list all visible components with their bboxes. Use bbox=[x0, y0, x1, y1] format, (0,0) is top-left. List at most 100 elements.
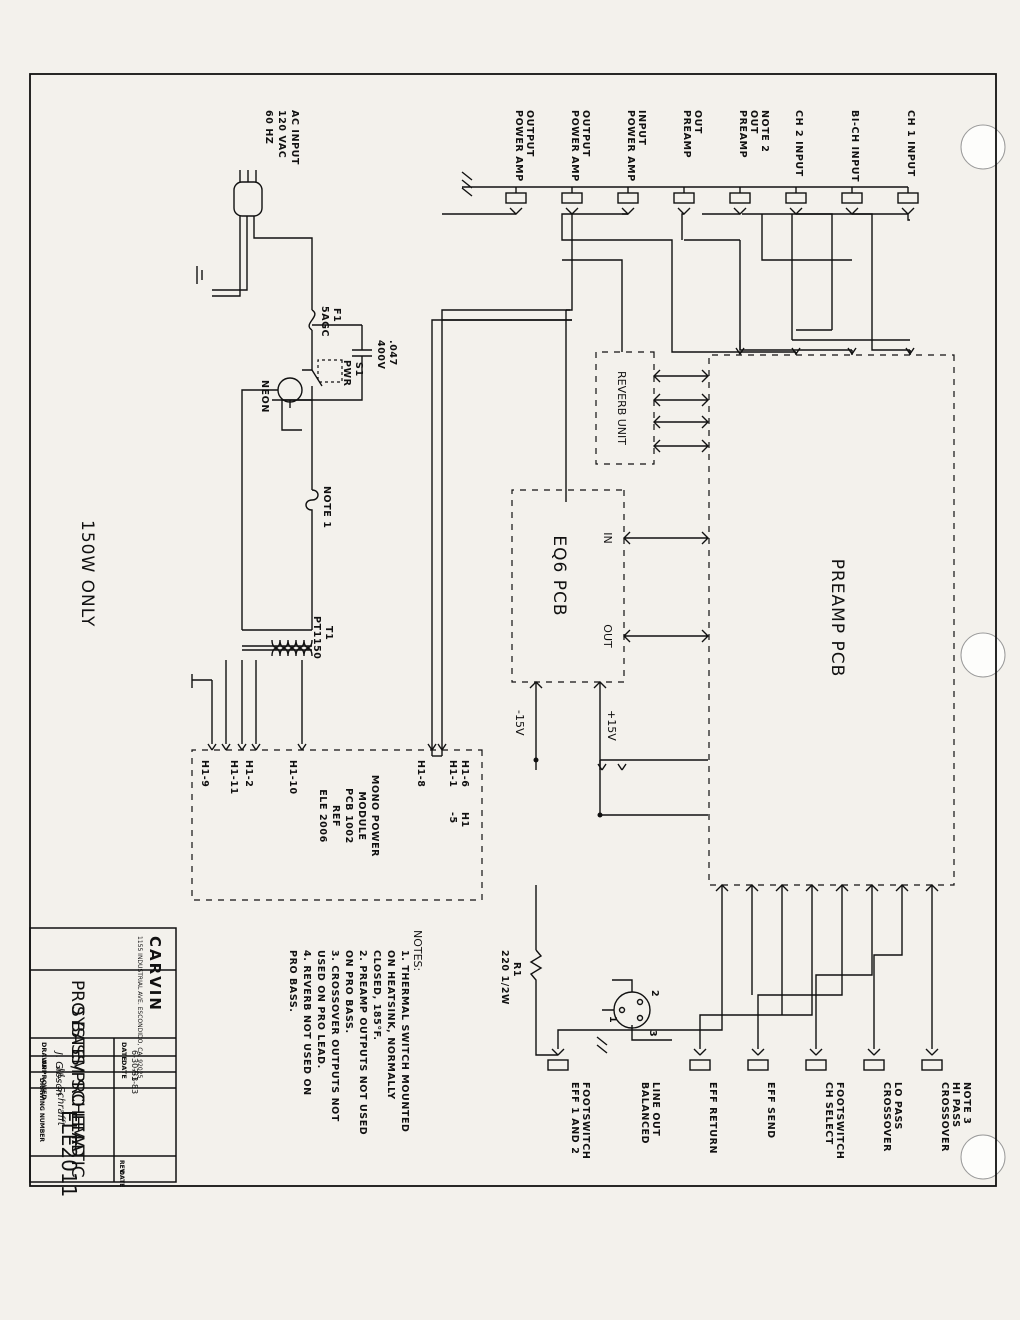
company-address: 1155 INDUSTRIAL AVE. ESCONDIDO, CA. 9202… bbox=[136, 936, 143, 1078]
notes-line-3: CLOSED, 185°F. bbox=[371, 950, 382, 1041]
left-jack-bich-line-1: BI-CH INPUT bbox=[849, 110, 860, 182]
right-jack-balout-line-1: BALANCED bbox=[639, 1082, 650, 1144]
supply-plus-label: +15V bbox=[605, 710, 618, 741]
right-jack-xover_hi-line-1: CROSSOVER bbox=[939, 1082, 950, 1152]
right-jack-xover_hi-line-2: HI PASS bbox=[950, 1082, 961, 1128]
power-module-line-4: REF bbox=[330, 805, 341, 827]
left-jack-pwrin-line-1: POWER AMP bbox=[625, 110, 636, 182]
ac-mains-labels: AC INPUT 120 VAC 60 HZ F1 5AGC S1 PWR .0… bbox=[259, 110, 398, 659]
right-jack-effsend-line-1: EFF SEND bbox=[765, 1082, 776, 1139]
notes-line-5: ON PRO BASS. bbox=[343, 950, 354, 1034]
rev-date-label: DATE bbox=[118, 1170, 125, 1187]
left-jack-ch1-label: CH 1 INPUT bbox=[905, 110, 916, 177]
resistor-ref: R1 bbox=[511, 962, 522, 977]
right-jack-xover_lo-line-1: CROSSOVER bbox=[881, 1082, 892, 1152]
notes-line-1: 1. THERMAL SWITCH MOUNTED bbox=[399, 950, 410, 1133]
supply-minus-label: -15V bbox=[513, 710, 526, 736]
sheet-border bbox=[29, 73, 997, 1187]
notes-line-6: 3. CROSSOVER OUTPUTS NOT bbox=[329, 950, 340, 1122]
approved-signature: J.L. Schrafft bbox=[55, 1066, 66, 1127]
drawing-number-label: DRAWING NUMBER bbox=[38, 1078, 45, 1142]
left-jack-preampout_n2-line-2: OUT bbox=[748, 110, 759, 134]
power-module-line-2: MODULE bbox=[356, 791, 367, 840]
transformer-ref: T1 bbox=[323, 626, 334, 640]
eq6-pcb-title: EQ6 PCB bbox=[549, 535, 569, 616]
cap-value: .047 bbox=[387, 340, 398, 366]
pin-h1-1: H1-1 bbox=[447, 760, 458, 788]
right-misc-labels: R1 220 1/2W 1 2 3 bbox=[499, 950, 660, 1037]
reverb-unit-label: REVERB UNIT bbox=[615, 371, 628, 445]
pin-h1-5: -5 bbox=[447, 812, 458, 824]
left-jack-preampout_n2-line-1: PREAMP bbox=[737, 110, 748, 158]
left-jack-ch2-line-1: CH 2 INPUT bbox=[793, 110, 804, 177]
approved-date-label: DATE bbox=[120, 1060, 128, 1079]
left-jack-group bbox=[461, 171, 919, 355]
xlr-pin-3: 3 bbox=[647, 1030, 658, 1037]
xlr-pin-2: 2 bbox=[649, 990, 660, 997]
drawn-date-label: DATE bbox=[120, 1042, 128, 1061]
right-jack-xover_hi-line-3: NOTE 3 bbox=[961, 1082, 972, 1125]
right-jack-xover_lo-line-2: LO PASS bbox=[892, 1082, 903, 1130]
left-jack-preampout-label: PREAMPOUT bbox=[681, 110, 703, 158]
right-jack-effret-line-1: EFF RETURN bbox=[707, 1082, 718, 1154]
right-jack-chsel-line-2: FOOTSWITCH bbox=[834, 1082, 845, 1159]
ac-mains-section bbox=[191, 170, 372, 744]
neon-label: NEON bbox=[259, 380, 270, 413]
right-jack-xover_lo-label: CROSSOVERLO PASS bbox=[881, 1082, 903, 1152]
left-jack-preampout_n2-label: PREAMPOUTNOTE 2 bbox=[737, 110, 770, 158]
preamp-pcb-label: PREAMP PCB bbox=[827, 559, 847, 678]
notes-line-2: ON HEATSINK, NORMALLY bbox=[385, 950, 396, 1100]
resistor-value: 220 1/2W bbox=[499, 950, 510, 1005]
rotated-drawing: PREAMP PCB REVERB UNIT EQ6 PCB IN OUT -1… bbox=[29, 110, 955, 1197]
cap-voltage: 400V bbox=[375, 340, 386, 370]
right-jack-group bbox=[529, 884, 943, 1071]
pin-h1-11: H1-11 bbox=[228, 760, 239, 795]
left-jack-pwrout2-line-2: OUTPUT bbox=[524, 110, 535, 157]
right-jack-efffs-label: EFF 1 AND 2FOOTSWITCH bbox=[569, 1082, 591, 1159]
left-jack-bich-label: BI-CH INPUT bbox=[849, 110, 860, 182]
right-jack-efffs-line-2: FOOTSWITCH bbox=[580, 1082, 591, 1159]
drawn-date: 6-30-83 bbox=[130, 1050, 139, 1081]
right-jack-effret-label: EFF RETURN bbox=[707, 1082, 718, 1154]
switch-ref: S1 bbox=[353, 362, 364, 377]
power-module-text: MONO POWER MODULE PCB 1002 REF ELE 2006 bbox=[317, 775, 380, 857]
company-name: CARVIN bbox=[146, 936, 164, 1012]
right-jack-effsend-label: EFF SEND bbox=[765, 1082, 776, 1139]
drawn-signature: J. Gibson bbox=[53, 1050, 64, 1096]
rev-label: REV. bbox=[118, 1160, 125, 1175]
notes-line-8: 4. REVERB NOT USED ON bbox=[301, 950, 312, 1096]
footnote-150w: 150W ONLY bbox=[77, 520, 97, 627]
left-jack-preampout-line-2: OUT bbox=[692, 110, 703, 134]
fuse-label: F1 bbox=[331, 308, 342, 322]
ac-input-line-2: 120 VAC bbox=[276, 110, 287, 158]
left-jack-pwrout2-line-1: POWER AMP bbox=[513, 110, 524, 182]
eq6-pcb-box bbox=[511, 489, 625, 683]
pin-h1-2: H1-2 bbox=[243, 760, 254, 788]
drawing-number: ELE2011 bbox=[57, 1110, 81, 1197]
drawing-title-1: PRO BASS/PRO LEAD bbox=[67, 980, 87, 1157]
notes-block: NOTES: 1. THERMAL SWITCH MOUNTED ON HEAT… bbox=[287, 930, 424, 1135]
approved-label: APPROVED bbox=[40, 1060, 48, 1100]
fuse-rating: 5AGC bbox=[319, 306, 330, 337]
pin-h1: H1 bbox=[459, 812, 470, 828]
left-jack-preampout_n2-line-3: NOTE 2 bbox=[759, 110, 770, 153]
left-jack-pwrout2-label: POWER AMPOUTPUT bbox=[513, 110, 535, 182]
preamp-pcb-box bbox=[708, 354, 955, 886]
power-module-pin-chevrons bbox=[207, 743, 708, 816]
eq6-in-label: IN bbox=[601, 532, 614, 543]
power-module-line-3: PCB 1002 bbox=[343, 788, 354, 844]
ac-input-line-3: 60 HZ bbox=[263, 110, 274, 144]
ac-input-line-1: AC INPUT bbox=[289, 110, 300, 165]
left-jack-pwrin-label: POWER AMPINPUT bbox=[625, 110, 647, 182]
note1-label: NOTE 1 bbox=[321, 486, 332, 529]
notes-line-4: 2. PREAMP OUTPUTS NOT USED bbox=[357, 950, 368, 1135]
left-jack-ch1-line-1: CH 1 INPUT bbox=[905, 110, 916, 177]
left-jack-ch2-label: CH 2 INPUT bbox=[793, 110, 804, 177]
power-module-pins: H1-6 H1-1 H1-8 H1 -5 H1-10 H1-2 H1-11 H1… bbox=[199, 760, 470, 828]
drawing-title-2: SYSTEM SCHEMATIC bbox=[67, 1006, 87, 1178]
left-jack-pwrout1-line-1: POWER AMP bbox=[569, 110, 580, 182]
eq6-out-label: OUT bbox=[601, 624, 614, 648]
